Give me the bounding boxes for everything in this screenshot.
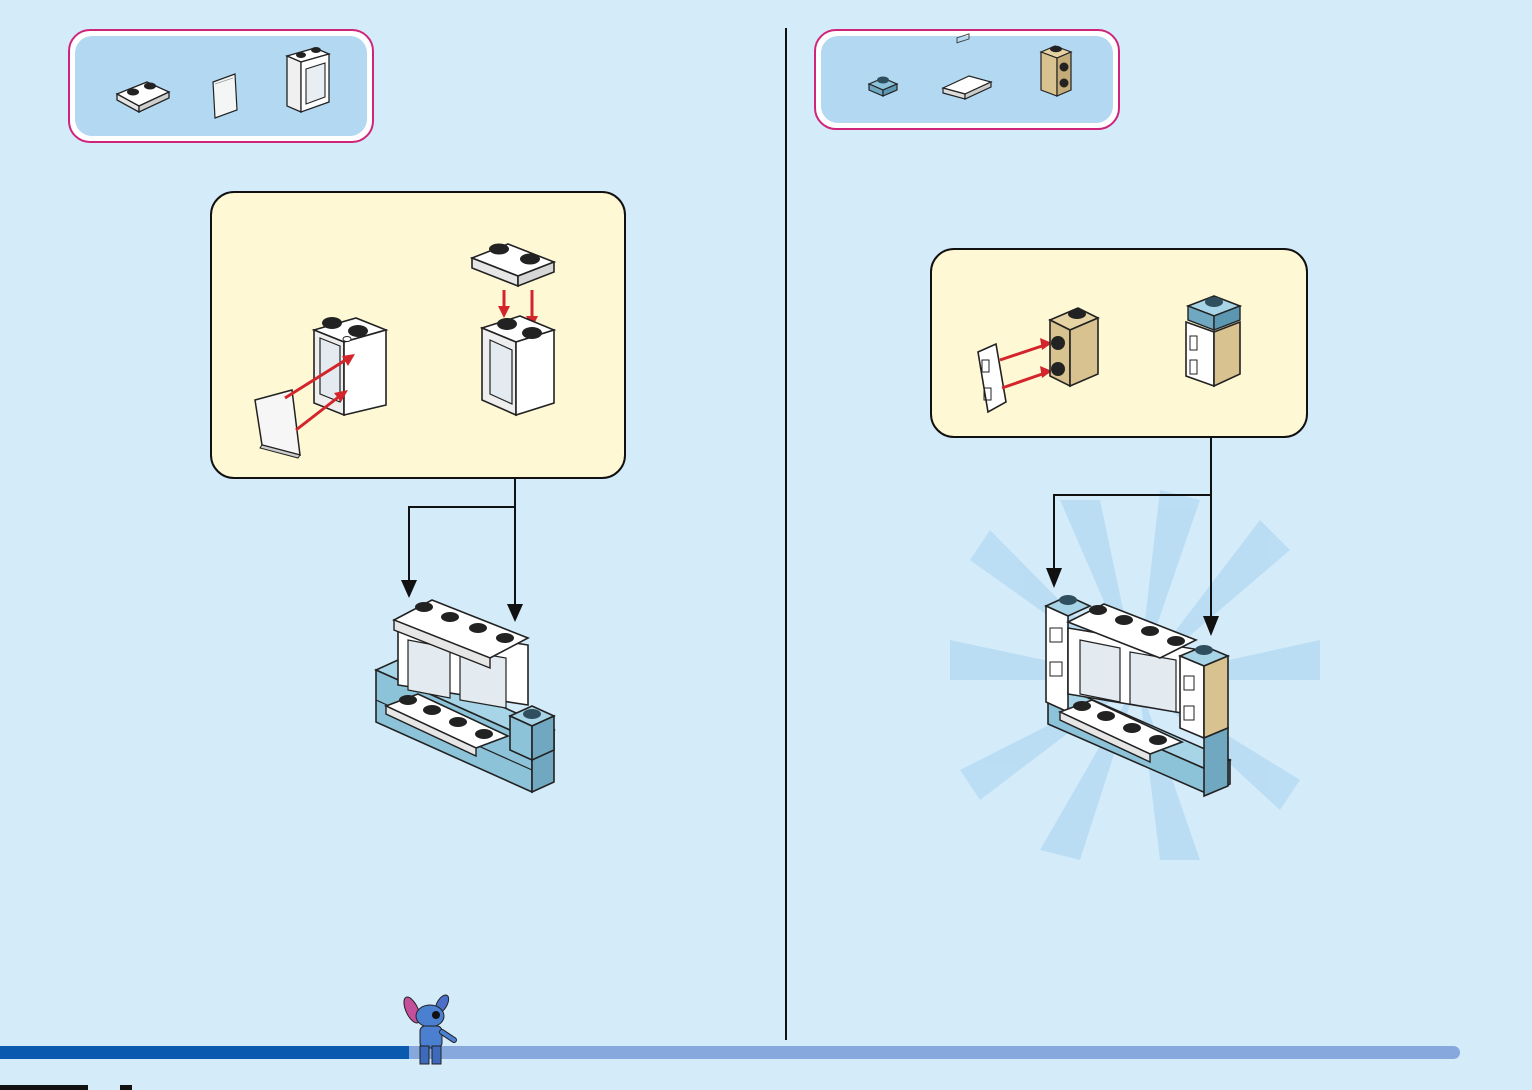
stitch-character-icon (398, 990, 468, 1070)
white-tile-illustration (978, 344, 1006, 412)
tan-brick-result-illustration (1186, 296, 1240, 386)
progress-fill (0, 1046, 409, 1059)
bottom-edge-mark (120, 1085, 132, 1090)
assembly-arrows-tile (1000, 338, 1052, 388)
arrow-down-icon (1203, 616, 1219, 636)
bottom-edge-mark (0, 1085, 88, 1090)
tan-brick-illustration (1050, 308, 1098, 386)
arrow-down-icon (1046, 568, 1062, 588)
